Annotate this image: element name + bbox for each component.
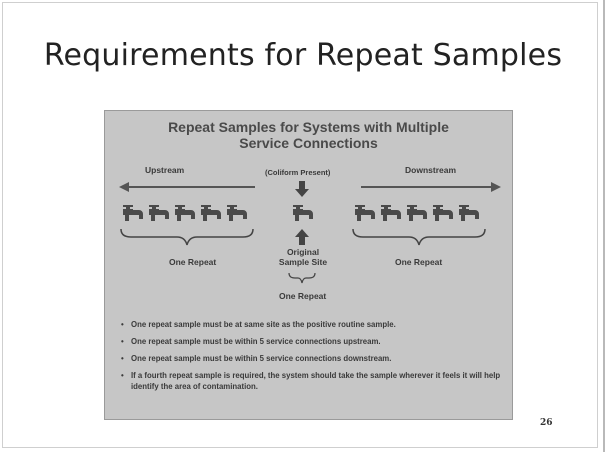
right-group-label: One Repeat	[395, 257, 443, 267]
faucet-icon	[201, 205, 221, 221]
slide-title: Requirements for Repeat Samples	[43, 38, 563, 73]
down-arrow-icon	[295, 181, 309, 197]
downstream-arrow	[361, 182, 501, 192]
embedded-slide: Repeat Samples for Systems with Multiple…	[104, 110, 513, 420]
faucet-icon	[149, 205, 169, 221]
left-group-label: One Repeat	[169, 257, 217, 267]
faucet-icon	[293, 205, 313, 221]
upstream-faucets	[123, 205, 247, 221]
faucet-icon	[381, 205, 401, 221]
requirements-list: One repeat sample must be at same site a…	[121, 319, 501, 398]
original-label-line1: Original	[286, 247, 320, 257]
faucet-icon	[459, 205, 479, 221]
center-repeat-label: One Repeat	[279, 291, 327, 301]
up-arrow-icon	[295, 229, 309, 245]
faucet-icon	[407, 205, 427, 221]
page-number: 26	[540, 418, 553, 428]
faucet-icon	[227, 205, 247, 221]
flow-diagram	[119, 181, 501, 284]
list-item: One repeat sample must be at same site a…	[121, 319, 501, 330]
list-item: If a fourth repeat sample is required, t…	[121, 370, 501, 392]
list-item: One repeat sample must be within 5 servi…	[121, 336, 501, 347]
embedded-slide-title: Repeat Samples for Systems with Multiple…	[105, 119, 512, 151]
upstream-arrow	[119, 182, 255, 192]
embedded-title-line2: Service Connections	[239, 135, 378, 151]
original-sample-site-label: Original Sample Site	[275, 247, 331, 267]
right-brace	[352, 228, 486, 246]
downstream-label: Downstream	[405, 165, 457, 175]
downstream-faucets	[355, 205, 479, 221]
original-label-line2: Sample Site	[278, 257, 328, 267]
faucet-icon	[175, 205, 195, 221]
left-brace	[120, 228, 254, 246]
list-item: One repeat sample must be within 5 servi…	[121, 353, 501, 364]
faucet-icon	[433, 205, 453, 221]
coliform-label: (Coliform Present)	[265, 168, 331, 177]
faucet-icon	[355, 205, 375, 221]
center-brace	[288, 272, 316, 284]
embedded-title-line1: Repeat Samples for Systems with Multiple	[168, 119, 449, 135]
faucet-icon	[123, 205, 143, 221]
slide-edge-divider	[603, 0, 605, 452]
upstream-label: Upstream	[145, 165, 185, 175]
